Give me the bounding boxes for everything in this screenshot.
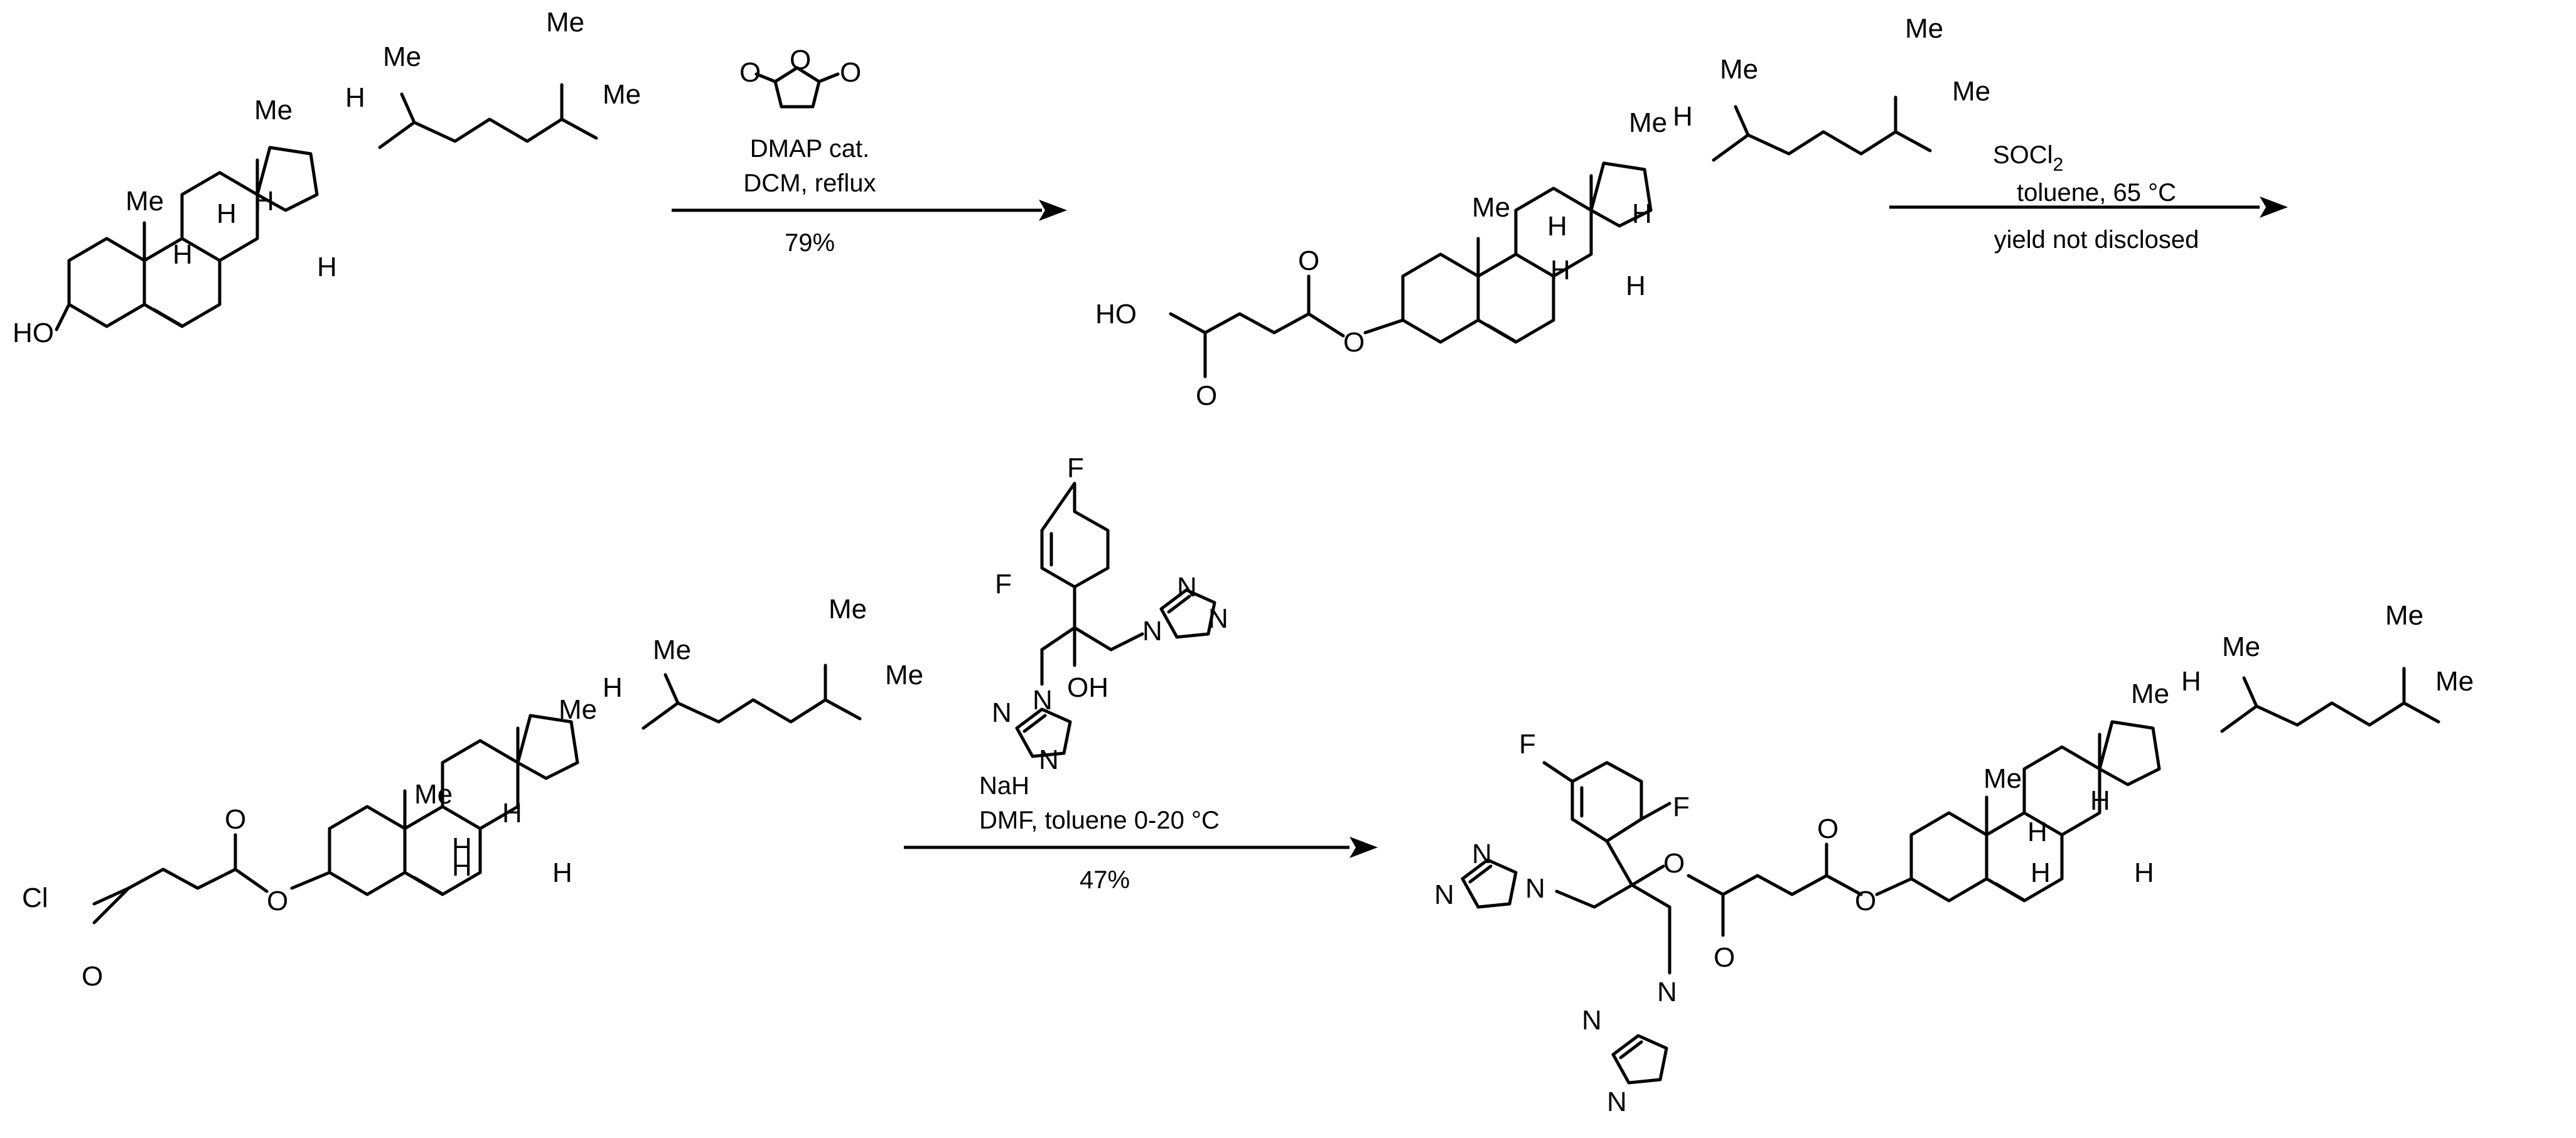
hydrogen-label: H [317,252,337,282]
reagent-thionyl-chloride: SOCl2 [1993,141,2063,175]
carbonyl-oxygen-label: O [225,804,246,835]
step2-conditions: SOCl2 toluene, 65 °C yield not disclosed [1889,141,2288,254]
triazole-nitrogen-label: N [1039,744,1059,775]
fluorine-label: F [1673,792,1690,822]
cholesteryl-hemisuccinate-structure: O O HO O Me Me H H H H H Me Me Me [1095,13,1990,411]
acid-chloride-structure: O O Cl O Me Me H H H H H Me Me Me [22,594,923,992]
succinic-anhydride-structure: O O O [739,45,861,109]
chlorine-label: Cl [22,883,48,913]
arrow-head [1350,837,1378,858]
base-label: NaH [979,772,1029,800]
ester-oxygen-label: O [1855,886,1876,916]
hydroxyl-label: OH [1067,672,1108,703]
hydrogen-label: H [1550,255,1570,286]
solvent-condition: DCM, reflux [743,169,876,197]
methyl-label: Me [653,635,691,665]
triazole-nitrogen-label: N [1525,873,1545,904]
hydrogen-label: H [2031,857,2051,888]
hydrogen-label: H [1547,211,1567,242]
hydrogen-label: H [1632,198,1652,229]
methyl-label: Me [383,41,421,72]
yield-label: yield not disclosed [1994,226,2199,254]
methyl-label: Me [414,779,453,810]
carbonyl-oxygen-label: O [1196,380,1217,411]
triazole-nitrogen-label: N [1208,603,1228,634]
hydroxyl-label: HO [13,318,54,348]
hydrogen-label: H [254,186,274,217]
methyl-label: Me [2385,600,2423,631]
methyl-label: Me [1952,76,1990,107]
hydrogen-label: H [1673,101,1693,132]
methyl-label: Me [2222,631,2260,662]
triazole-nitrogen-label: N [1177,572,1197,603]
step1-conditions: O O O DMAP cat. DCM, reflux 79% [672,45,1067,257]
triazole-nitrogen-label: N [1142,616,1162,647]
arrow-head [1039,200,1067,221]
methyl-label: Me [1720,54,1758,85]
carbonyl-oxygen-label: O [1298,245,1319,276]
methyl-label: Me [559,694,597,725]
ester-oxygen-label: O [1343,327,1365,358]
methyl-label: Me [1983,763,2022,794]
carbonyl-oxygen-label: O [82,961,103,992]
yield-label: 79% [785,229,835,257]
methyl-label: Me [603,79,641,110]
fluconazole-structure: F F OH N N N N N N [992,453,1228,775]
methyl-label: Me [254,95,292,126]
hydrogen-label: H [1626,271,1646,301]
fluorine-label: F [995,569,1012,599]
triazole-nitrogen-label: N [992,697,1012,728]
triazole-nitrogen-label: N [1607,1087,1627,1117]
step3-conditions: F F OH N N N N N N NaH DMF, toluene 0-20… [904,453,1378,894]
hydrogen-label: H [2027,817,2047,847]
hydrogen-label: H [552,857,572,888]
reagent-dmap: DMAP cat. [750,135,869,163]
arrow-head [2260,196,2288,218]
fluorine-label: F [1519,729,1536,760]
methyl-label: Me [829,594,867,625]
hydrogen-label: H [217,198,237,229]
carbonyl-oxygen-label: O [1817,813,1838,844]
triazole-nitrogen-label: N [1434,879,1454,910]
methyl-label: Me [126,186,164,217]
yield-label: 47% [1080,866,1130,894]
ring-oxygen-label: O [790,45,811,75]
fluorine-label: F [1067,453,1084,483]
hydrogen-label: H [2181,666,2201,697]
triazole-nitrogen-label: N [1582,1005,1602,1036]
carbonyl-oxygen-label: O [739,57,761,88]
carbonyl-oxygen-label: O [1714,942,1735,973]
methyl-label: Me [1905,13,1943,44]
cholesterol-structure: HO Me Me H H H H H Me Me Me [13,7,641,348]
hydrogen-label: H [452,851,472,882]
hydrogen-label: H [603,672,623,703]
hydroxyl-label: HO [1095,299,1137,330]
fluconazole-cholesterol-conjugate-structure: F F O N N N N N N O O O Me Me H H H H H [1434,600,2474,1117]
triazole-nitrogen-label: N [1472,839,1492,869]
methyl-label: Me [1629,107,1667,138]
methyl-label: Me [2435,666,2474,697]
solvent-condition: DMF, toluene 0-20 °C [979,807,1220,834]
hydrogen-label: H [173,239,193,270]
hydrogen-label: H [2090,785,2110,816]
ester-oxygen-label: O [1663,848,1685,879]
carbonyl-oxygen-label: O [840,57,861,88]
triazole-nitrogen-label: N [1657,977,1677,1007]
methyl-label: Me [1472,192,1510,223]
hydrogen-label: H [502,798,522,829]
methyl-label: Me [885,660,923,690]
hydrogen-label: H [345,82,365,113]
methyl-label: Me [2131,679,2169,709]
methyl-label: Me [546,7,584,38]
hydrogen-label: H [2134,857,2154,888]
solvent-condition: toluene, 65 °C [2017,179,2176,207]
hydrogen-label: H [452,832,472,863]
ester-oxygen-label: O [267,886,288,916]
